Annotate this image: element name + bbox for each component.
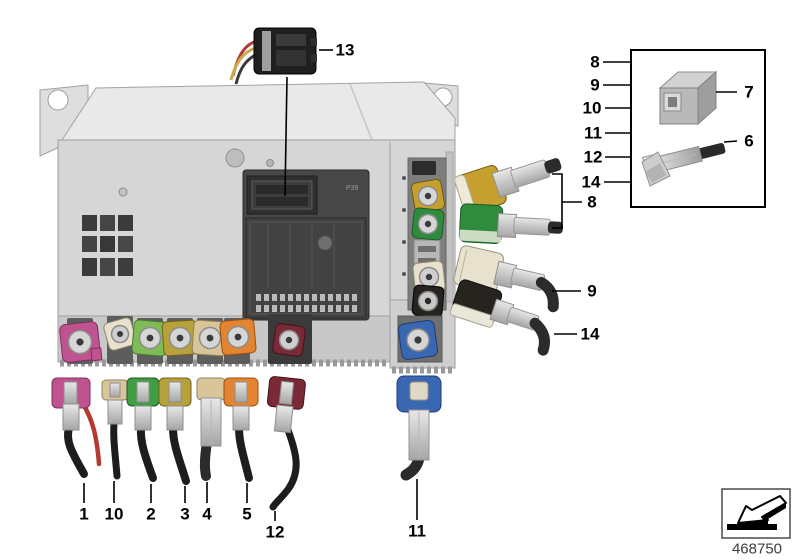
main-connector-block: P39 (242, 169, 370, 321)
leader-lines (83, 49, 738, 521)
fakra-orange (219, 318, 257, 356)
vent-grid (82, 215, 133, 276)
small-black-port (412, 161, 436, 175)
callout-3: 3 (180, 504, 190, 524)
lead-12-bordeaux (266, 376, 306, 511)
part-7-connector (658, 70, 718, 126)
direction-arrow-icon (721, 488, 791, 539)
lower-connector-socket (245, 217, 367, 319)
callout-right-14: 14 (580, 324, 600, 344)
part-number: 468750 (731, 540, 783, 558)
fakra-pink (59, 321, 103, 363)
callout-legend-9: 9 (590, 75, 600, 95)
callout-2: 2 (146, 504, 156, 524)
callout-legend-12: 12 (583, 147, 603, 167)
cable-14-black (449, 279, 550, 356)
callout-right-9: 9 (587, 281, 597, 301)
callout-legend-14: 14 (581, 172, 601, 192)
callout-4: 4 (202, 504, 212, 524)
callout-right-8: 8 (587, 192, 597, 212)
legend-box (630, 49, 766, 208)
callout-legend-11: 11 (584, 123, 602, 143)
screw-hole (225, 148, 245, 168)
callout-13: 13 (335, 40, 355, 60)
callout-1: 1 (79, 504, 89, 524)
lead-3-olive (158, 377, 192, 485)
connector-code-label: P39 (346, 185, 359, 192)
lead-11-blue (396, 375, 442, 481)
lead-4-cream (196, 377, 226, 481)
callout-legend-10: 10 (582, 98, 602, 118)
fakra-green (131, 319, 169, 357)
fakra-port-green (411, 207, 445, 241)
callout-legend-8: 8 (590, 52, 600, 72)
connector-13 (229, 27, 317, 85)
fakra-port-yellow (410, 178, 446, 214)
fakra-beige (191, 319, 229, 357)
fakra-olive (161, 319, 199, 357)
part-6-pin (641, 143, 726, 187)
fakra-column (397, 157, 447, 363)
cable-8-green (458, 203, 564, 244)
fakra-port-black (411, 284, 445, 318)
callout-5: 5 (242, 504, 252, 524)
callout-12: 12 (265, 522, 285, 542)
callout-7: 7 (744, 82, 754, 102)
left-mount-hole (47, 89, 69, 111)
callout-10: 10 (104, 504, 124, 524)
fakra-bordeaux (272, 323, 306, 357)
unit-top-face (61, 81, 456, 141)
fakra-port-blue (397, 319, 439, 361)
lead-1-pink (51, 377, 102, 478)
fakra-white (103, 317, 137, 351)
lead-2-green (126, 377, 160, 482)
lead-5-orange (223, 377, 259, 482)
callout-6: 6 (744, 131, 754, 151)
head-unit: P39 (39, 81, 459, 374)
lead-10-beige (101, 379, 129, 480)
pin-field (256, 294, 357, 312)
callout-11: 11 (408, 521, 426, 541)
fakra-row (59, 314, 312, 364)
